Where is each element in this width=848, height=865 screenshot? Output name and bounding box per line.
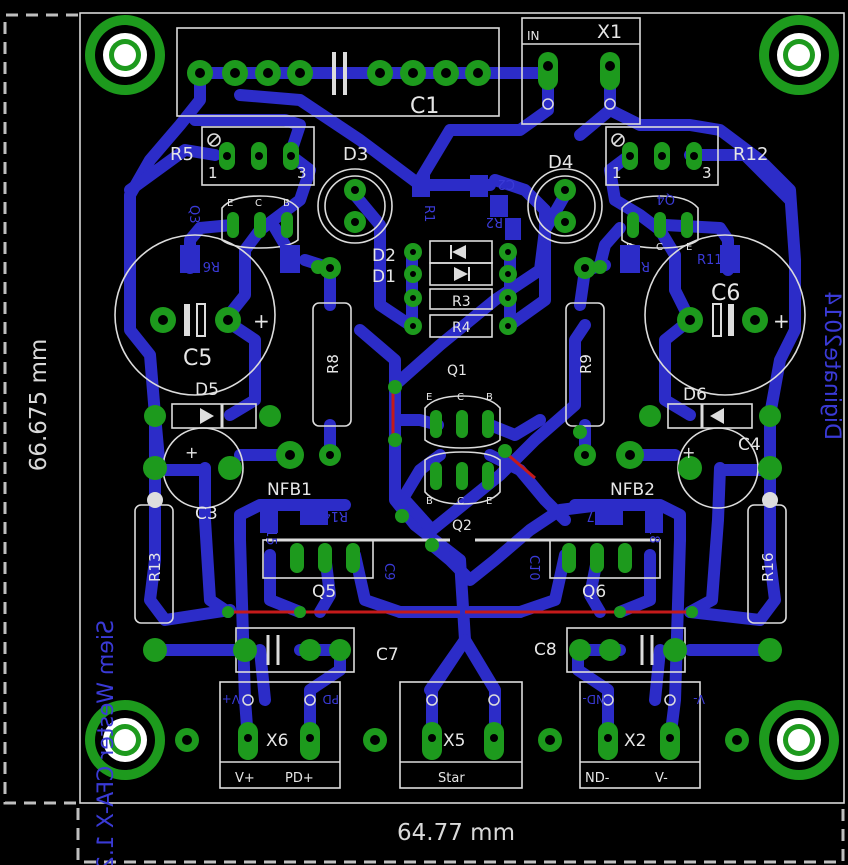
bottom-label-r11: R11: [697, 253, 723, 268]
label-q2: Q2: [452, 518, 472, 534]
label-d2: D2: [372, 246, 396, 266]
mounting-hole: [85, 700, 165, 780]
label-d6: D6: [683, 385, 707, 405]
pin-c: C: [255, 198, 262, 209]
bottom-label-r14: R14: [322, 508, 348, 523]
label-c3: C3: [195, 504, 218, 524]
polarity-mark: +: [773, 309, 790, 333]
smd-pads: [180, 175, 740, 533]
bottom-label-x6-pd: PD: [323, 692, 339, 706]
label-c4: C4: [738, 435, 761, 455]
label-pot-right-3: 3: [702, 164, 712, 182]
label-c7: C7: [376, 645, 399, 665]
pin-e: E: [426, 392, 432, 403]
pin-e: E: [227, 198, 233, 209]
label-q5: Q5: [312, 582, 336, 602]
bottom-label-x2-v: V-: [693, 692, 705, 706]
label-x5-star: Star: [438, 771, 465, 786]
bottom-label-r2: R2: [486, 214, 503, 229]
polarity-mark: +: [253, 309, 270, 333]
bottom-label-r6: R6: [203, 258, 220, 273]
label-q1: Q1: [447, 363, 467, 379]
label-nfb2: NFB2: [610, 480, 655, 500]
pin-e: E: [686, 242, 692, 253]
label-d5: D5: [195, 380, 219, 400]
width-dimension-label: 64.77 mm: [397, 820, 515, 846]
pads: + + + +: [85, 15, 839, 780]
mounting-hole: [85, 15, 165, 95]
pin-c: C: [656, 242, 663, 253]
label-x2: X2: [624, 731, 646, 751]
label-r13: R13: [146, 552, 164, 582]
label-c8: C8: [534, 640, 557, 660]
label-x1: X1: [597, 21, 622, 43]
label-in: IN: [527, 29, 540, 43]
mounting-hole: [759, 700, 839, 780]
bottom-text-brand: Diginate2014: [819, 291, 844, 440]
bottom-label-q4: Q4: [656, 191, 675, 206]
label-c1: C1: [410, 94, 439, 119]
label-r9: R9: [577, 354, 595, 374]
label-c5: C5: [183, 346, 212, 371]
pin-b: B: [486, 392, 493, 403]
polarity-mark: +: [682, 443, 695, 462]
label-x5: X5: [443, 731, 465, 751]
dimension-lines: [3, 13, 845, 864]
polarity-mark: +: [185, 443, 198, 462]
bottom-label-c9: C9: [381, 563, 396, 580]
pin-c: C: [457, 496, 464, 507]
label-d3: D3: [343, 144, 368, 165]
bottom-text-author: Siem Wester CFA-X 1.2: [94, 620, 119, 865]
label-pot-right-1: 1: [612, 164, 622, 182]
label-pot-left-1: 1: [208, 164, 218, 182]
label-nfb1: NFB1: [267, 480, 312, 500]
bottom-label-x6-v: V+: [222, 692, 240, 706]
label-pot-left-3: 3: [297, 164, 307, 182]
label-x6-v: V+: [235, 771, 255, 786]
mounting-hole: [759, 15, 839, 95]
copper-traces: [124, 67, 801, 746]
label-d4: D4: [548, 152, 573, 173]
height-dimension-label: 66.675 mm: [26, 339, 52, 472]
label-r5: R5: [170, 144, 194, 165]
label-x6: X6: [266, 731, 288, 751]
label-r8: R8: [324, 354, 342, 374]
label-r12: R12: [733, 144, 768, 165]
bottom-label-q3: Q3: [186, 205, 201, 224]
label-r4: R4: [452, 320, 471, 336]
pin-e: E: [486, 496, 492, 507]
bottom-label-x2-nd: ND-: [582, 692, 605, 706]
silkscreen-outlines: [114, 17, 806, 789]
label-r16: R16: [759, 552, 777, 582]
label-c6: C6: [711, 281, 740, 306]
label-q6: Q6: [582, 582, 606, 602]
pin-b: B: [283, 198, 290, 209]
silkscreen-labels: C1 X1 IN R5 1 3 D3 D4 1 3 R12 D2 D1 R3 R…: [146, 21, 777, 786]
bottom-label-c2: C2: [498, 176, 515, 191]
pin-b: B: [426, 496, 433, 507]
label-x6-pd: PD+: [285, 771, 314, 786]
pin-c: C: [457, 392, 464, 403]
label-d1: D1: [372, 267, 396, 287]
label-x2-v: V-: [655, 771, 668, 786]
label-x2-nd: ND-: [585, 771, 610, 786]
bottom-label-c10: C10: [529, 555, 544, 581]
board-outline: [79, 12, 845, 804]
bottom-label-r1: R1: [421, 205, 436, 222]
label-r3: R3: [452, 294, 471, 310]
